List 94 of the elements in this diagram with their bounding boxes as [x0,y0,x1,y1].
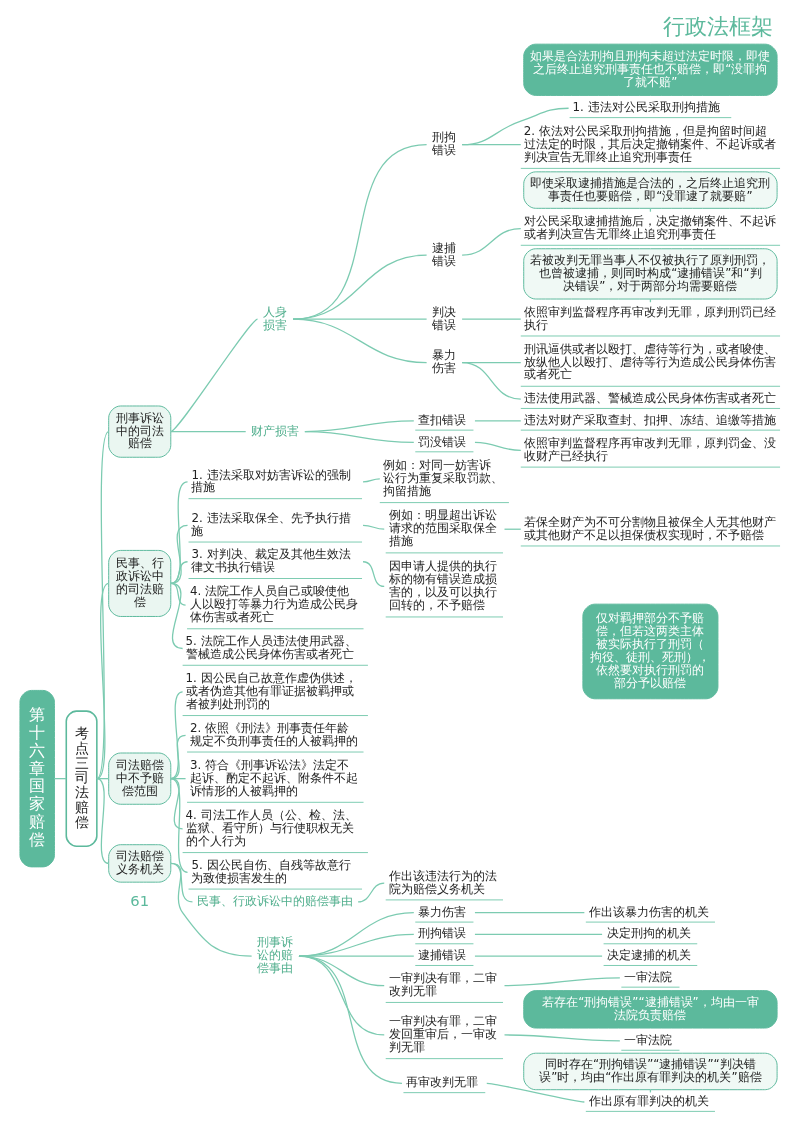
node-text: 4. 司法工作人员（公、检、法、监狱、看守所）与行使职权无关的个人行为 [185,808,357,848]
connector [170,561,189,585]
node-text: 1. 违法采取对妨害诉讼的强制措施 [191,467,351,495]
node-text: 暴力伤害 [432,348,457,376]
connector [292,254,428,320]
connector [170,582,187,606]
connector [362,478,381,483]
connector [461,318,522,320]
node-text: 若保全财产为不可分割物且被保全人无其他财产或其他财产不足以担保债权实现时，不予赔偿 [523,514,776,542]
node-text: 暴力伤害 [418,904,467,919]
node-text: 一审法院 [624,1032,673,1047]
node-text: 民事、行政诉讼中的赔偿事由 [197,893,354,908]
connector [474,441,522,451]
node-text: 刑事诉讼的赔偿事由 [257,935,294,975]
connector [461,361,522,400]
connector [170,691,184,780]
node-text: 例如：明显超出诉讼请求的范围采取保全措施 [388,508,497,549]
node-box: 若被改判无罪当事人不仅被执行了原判刑罚，也曾被逮捕，则同时构成“逮捕错误”和“判决错误”，对于两部分均需要赔偿 [523,248,778,300]
node-text: 5. 因公民自伤、自残等故意行为致使损害发生的 [191,857,351,885]
connector [461,227,522,256]
node-text: 一审判决有罪，二审发回重审后，一审改判无罪 [388,1014,497,1054]
node-text: 因申请人提供的执行标的物有错误造成损害的，以及可以执行回转的，不予赔偿 [388,559,497,612]
connector [170,481,189,585]
node-box: 同时存在“刑拘错误”“逮捕错误”“判决错误”时，均由“作出原有罪判决的机关”赔偿 [523,1052,778,1091]
node-box: 司法赔偿中不予赔偿范围 [108,752,172,805]
node-box: 即使采取逮捕措施是合法的，之后终止追究刑事责任也要赔偿，即“没罪逮了就要赔” [523,171,778,209]
node-text: 再审改判无罪 [406,1075,479,1090]
connector [503,1034,621,1042]
connector [474,955,603,957]
connector [292,144,428,320]
node-box: 若存在“刑拘错误”“逮捕错误”，均由一审法院负责赔偿 [523,990,778,1029]
node-text: 2. 依法对公民采取刑拘措施，但是拘留时间超过法定的时限，其后决定撤销案件、不起诉或者判决宣告无罪终止追究刑事责任 [523,123,776,164]
node-text: 2. 依照《刑法》刑事责任年龄规定不负刑事责任的人被羁押的 [190,720,359,748]
node-box: 仅对羁押部分不予赔偿，但若这两类主体被实际执行了刑罚（拘役、徒刑、死刑），依然要对执行刑罚的部分予以赔偿 [582,603,719,700]
node-text: 查扣错误 [418,412,467,427]
connector [486,1082,585,1103]
node-text: 2. 违法采取保全、先予执行措施 [191,510,351,538]
node-text: 逮捕错误 [418,948,467,963]
node-text: 3. 符合《刑事诉讼法》法定不起诉、酌定不起诉、附条件不起诉情形的人被羁押的 [190,757,359,798]
node-text: 3. 对判决、裁定及其他生效法律文书执行错误 [191,547,351,575]
connector [474,420,522,422]
node-text: 一审判决有罪，二审改判无罪 [388,971,497,999]
node-text: 决定逮捕的机关 [606,948,691,963]
node-text: 作出原有罪判决的机关 [588,1094,709,1109]
node-text: 依照审判监督程序再审改判无罪，原判刑罚已经执行 [523,304,776,332]
connector [298,933,415,957]
node-box: 刑事诉讼中的司法赔偿 [108,405,172,458]
connector [292,318,428,364]
node-text: 判决错误 [432,304,457,332]
node-text: 违法使用武器、警械造成公民身体伤害或者死亡 [523,391,776,406]
node-text: 罚没错误 [418,434,467,449]
node-text: 5. 法院工作人员违法使用武器、警械造成公民身体伤害或者死亡 [185,634,357,661]
node-box: 如果是合法刑拘且刑拘未超过法定时限，即使之后终止追究刑事责任也不赔偿，即“没罪拘了就不赔” [523,43,778,96]
connector [503,977,621,987]
node-box: 民事、行政诉讼中的司法赔偿 [108,549,172,617]
connector [170,862,253,957]
connector [170,524,189,585]
connector [170,431,247,433]
connector [304,431,415,444]
connector [357,882,385,903]
connector [170,318,259,433]
connector [362,524,385,530]
node-text: 例如：对同一妨害诉讼行为重复采取罚款、拘留措施 [382,458,503,498]
node-text: 作出该暴力伤害的机关 [588,904,709,919]
node-text: 决定刑拘的机关 [606,926,691,941]
node-box: 司法赔偿义务机关 [108,844,172,883]
node-text: 逮捕错误 [432,240,457,268]
node-text: 1. 违法对公民采取刑拘措施 [572,100,720,115]
label: 61 [130,892,150,910]
diagram-title: 行政法框架 [663,13,774,39]
node-text: 作出该违法行为的法院为赔偿义务机关 [388,868,497,896]
connector [170,778,184,830]
node-text: 刑讯逼供或者以殴打、虐待等行为，或者唆使、放纵他人以殴打、虐待等行为造成公民身体伤害或者死亡 [523,341,776,382]
connector [649,207,652,213]
node-box: 第十六章 国家赔偿 [19,689,55,868]
node-text: 4. 法院工作人员自己或唆使他人以殴打等暴力行为造成公民身体伤害或者死亡 [190,584,359,624]
connector [474,933,603,936]
node-box: 考点三 司法赔偿 [65,710,98,847]
node-text: 1. 因公民自己故意作虚伪供述，或者伪造其他有罪证据被羁押或者被判处刑罚的 [185,671,357,711]
node-text: 违法对财产采取查封、扣押、冻结、追缴等措施 [523,412,776,427]
node-text: 财产损害 [251,423,300,438]
node-text: 刑拘错误 [432,130,457,158]
node-text: 一审法院 [624,969,673,984]
node-text: 人身损害 [263,304,288,332]
connector [298,912,415,957]
node-text: 对公民采取逮捕措施后，决定撤销案件、不起诉或者判决宣告无罪终止追究刑事责任 [523,214,776,241]
connector [461,144,522,146]
connector [362,561,385,588]
connector [298,955,415,957]
connector [298,955,403,1084]
node-text: 刑拘错误 [418,926,467,941]
node-text: 依照审判监督程序再审改判无罪，原判罚金、没收财产已经执行 [523,436,776,463]
connector [474,912,585,914]
connector [461,107,570,146]
